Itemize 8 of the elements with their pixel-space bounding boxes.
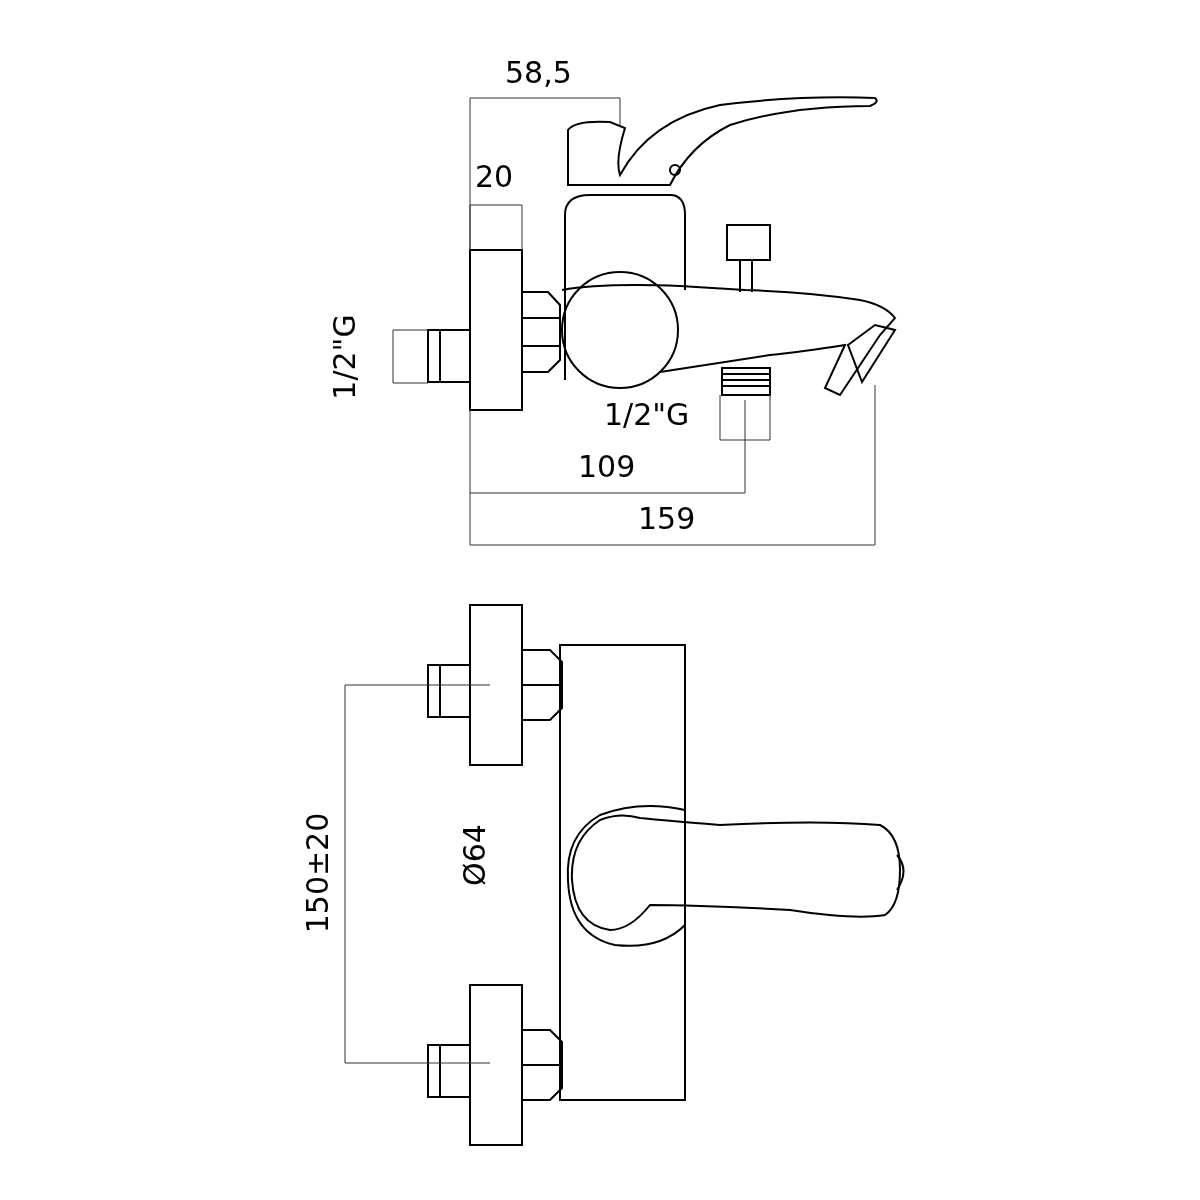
dimension-label: 159 <box>638 504 696 534</box>
dimension-label: 150±20 <box>303 812 333 934</box>
dimension-label: 109 <box>578 452 636 482</box>
dimension-label: 58,5 <box>505 58 572 88</box>
dimension-label: 1/2"G <box>604 400 690 430</box>
dimension-label: 1/2"G <box>330 314 360 400</box>
dimension-label: Ø64 <box>460 824 490 886</box>
dimension-label: 20 <box>475 162 514 192</box>
